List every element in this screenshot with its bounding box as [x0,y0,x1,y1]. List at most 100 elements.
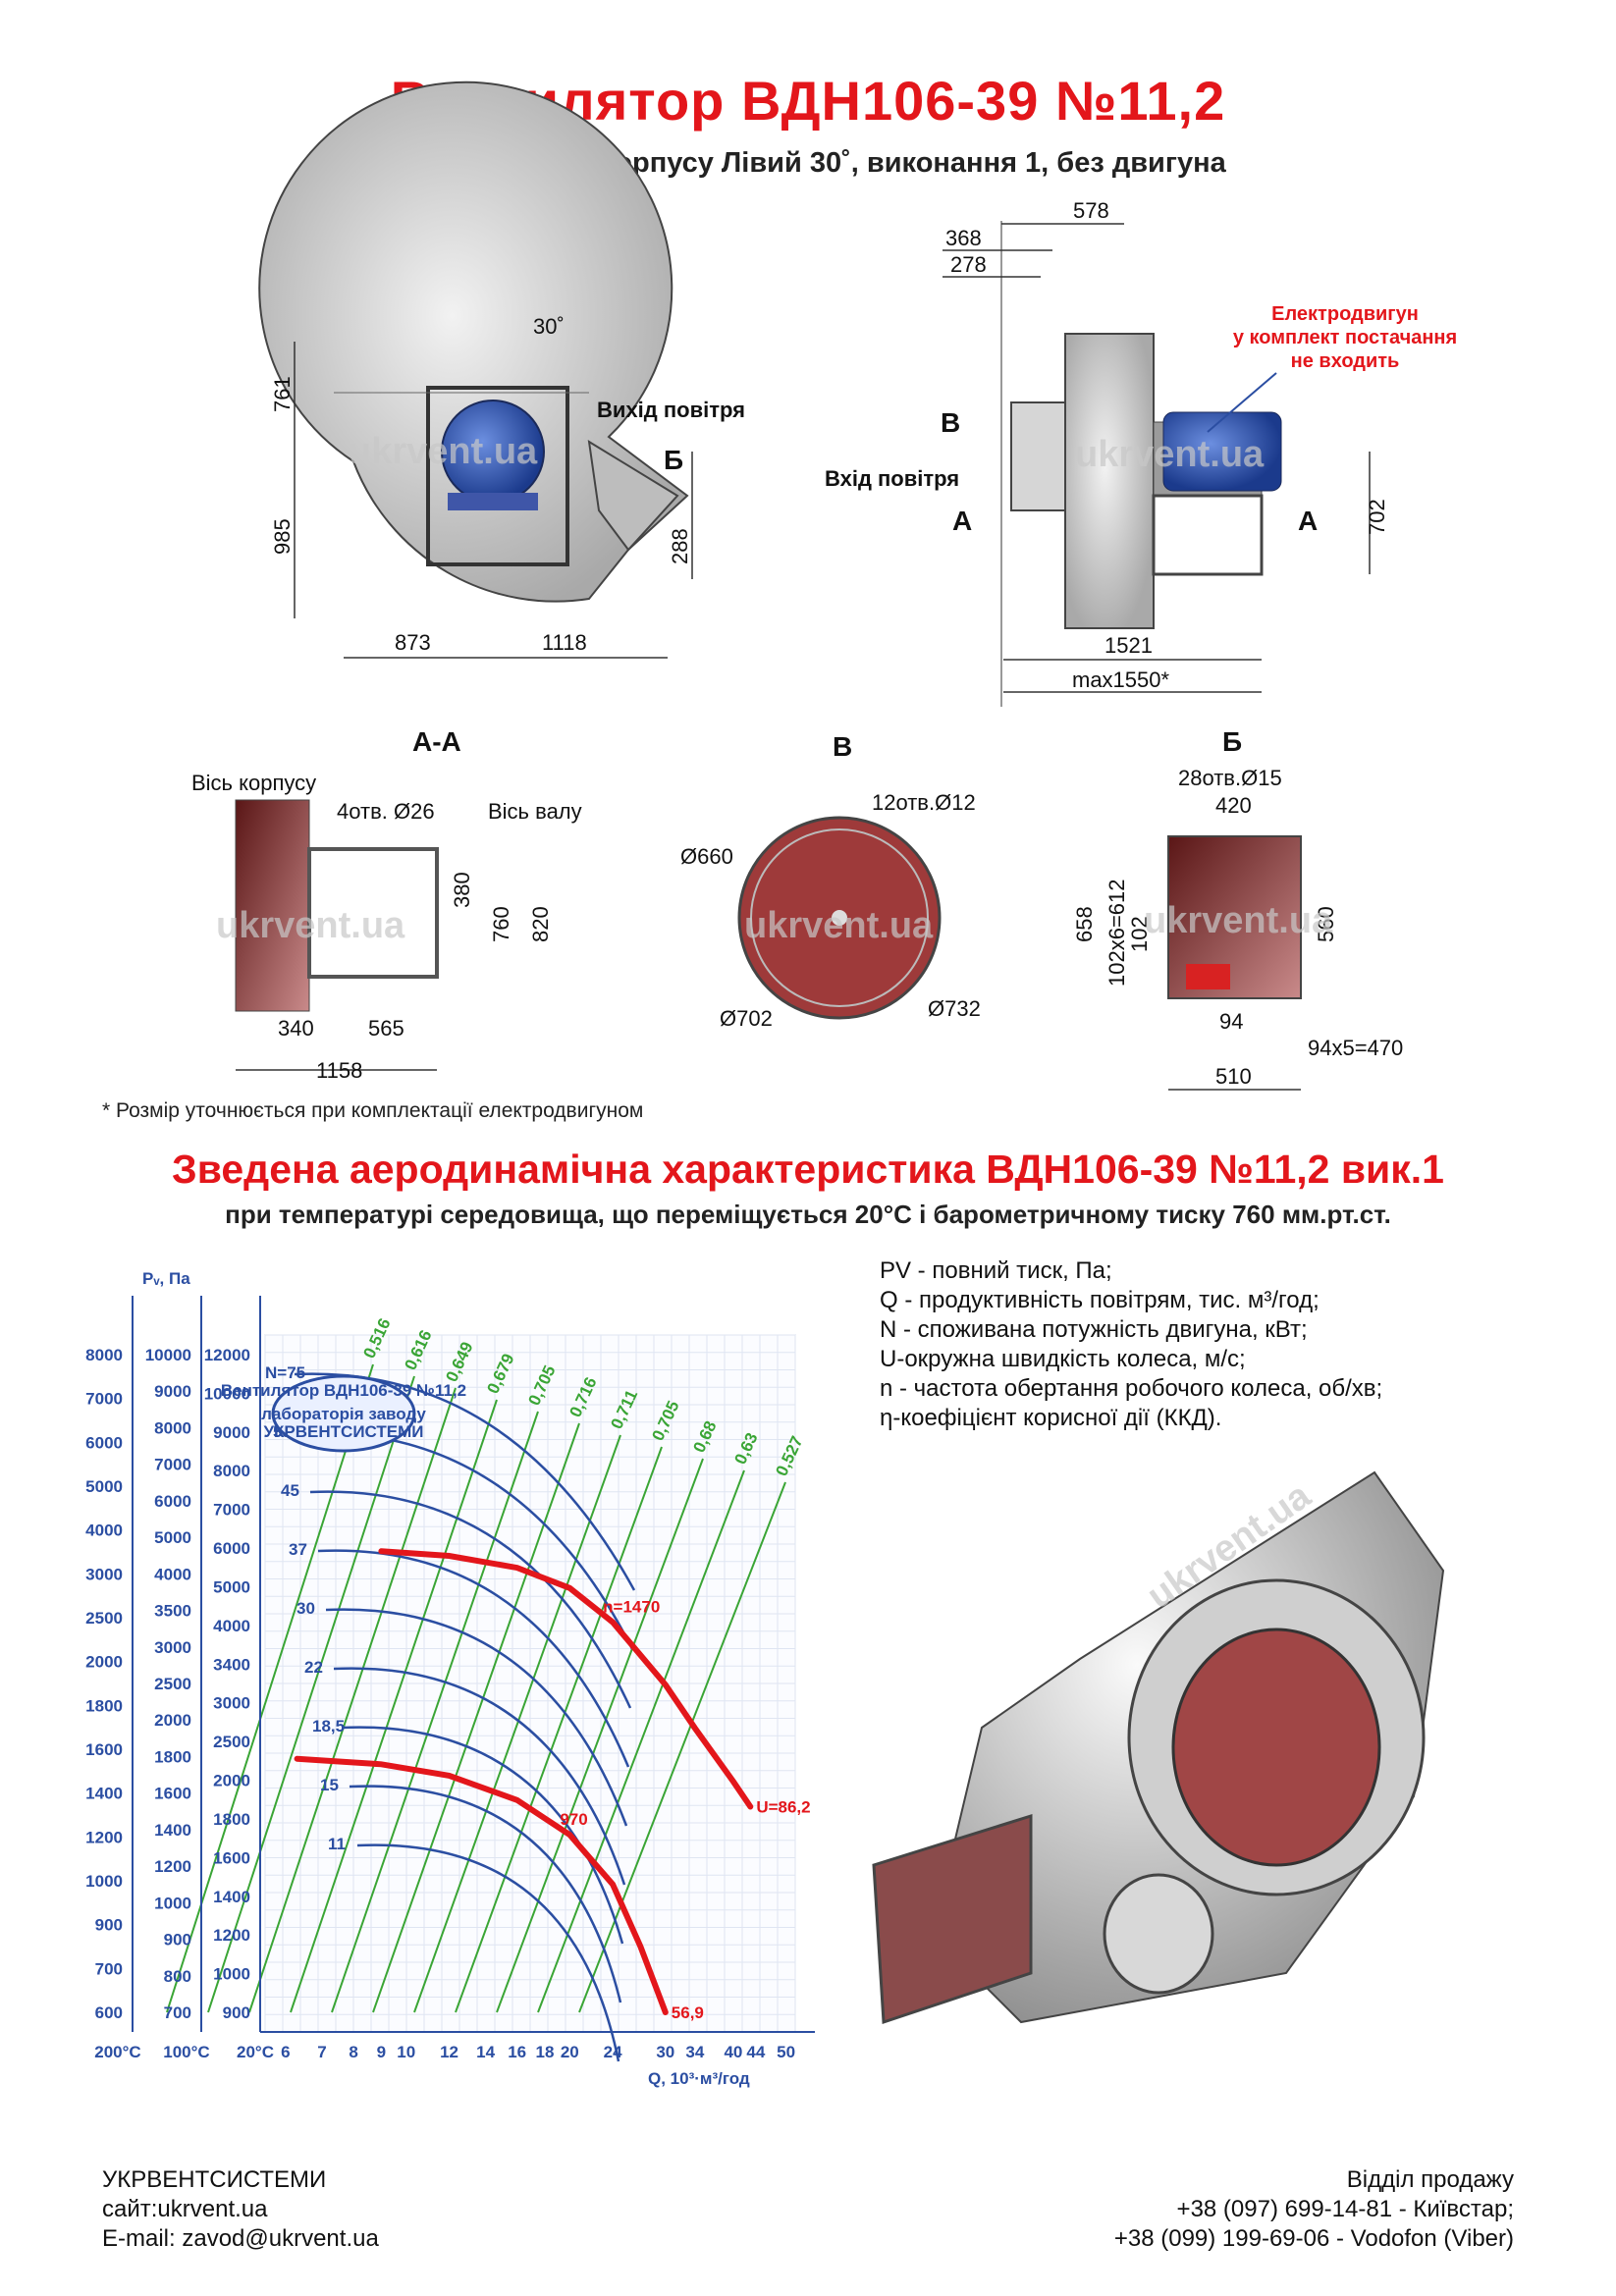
y-tick-label: 8000 [154,1418,191,1437]
efficiency-line [248,1387,457,2013]
motor-note-line-1: Електродвигун [1271,303,1419,325]
y-tick-label: 1800 [85,1696,123,1715]
y-tick-label: 1000 [154,1894,191,1912]
y-tick-label: 1400 [154,1821,191,1840]
section-aa-dim-380: 380 [450,872,474,908]
view-bb-title: Б [1222,726,1242,757]
y-tick-label: 1600 [154,1785,191,1803]
view-bb-holes: 28отв.Ø15 [1178,766,1282,790]
y-tick-label: 6000 [213,1539,250,1558]
footer-site[interactable]: сайт:ukrvent.ua [102,2196,268,2222]
footer-company-block: УКРВЕНТСИСТЕМИ сайт:ukrvent.ua E-mail: z… [102,2165,379,2254]
y-tick-label: 4000 [213,1617,250,1635]
y-tick-label: 3000 [154,1638,191,1657]
chart-legend: PV - повний тиск, Па; Q - продуктивність… [880,1256,1382,1433]
x-tick-label: 16 [508,2043,526,2061]
y-tick-label: 7000 [154,1456,191,1474]
y-tick-label: 900 [164,1931,191,1949]
y-tick-label: 800 [164,1967,191,1986]
y-tick-label: 9000 [154,1382,191,1401]
legend-u: U-окружна швидкість колеса, м/с; [880,1346,1246,1372]
legend-q: Q - продуктивність повітрям, тис. м³/год… [880,1287,1320,1313]
view-b-title: В [833,731,852,762]
y-tick-label: 1600 [85,1740,123,1759]
motor-note-line-2: у комплект постачання [1233,327,1457,348]
side-section-mark-left: А [952,506,972,536]
view-bb-dim-510: 510 [1215,1064,1252,1089]
section-title: Зведена аеродинамічна характеристика ВДН… [172,1147,1444,1192]
power-label: N=75 [265,1363,305,1382]
side-dim-578: 578 [1073,198,1109,223]
y-tick-label: 8000 [213,1462,250,1480]
x-tick-label: 7 [317,2043,326,2061]
y-tick-label: 1800 [154,1747,191,1766]
footer-phone-2[interactable]: +38 (099) 199-69-06 - Vodofon (Viber) [1113,2225,1514,2252]
y-tick-label: 2000 [213,1772,250,1790]
section-aa-dim-340: 340 [278,1016,314,1041]
efficiency-line [331,1411,539,2013]
footer-email[interactable]: E-mail: zavod@ukrvent.ua [102,2225,379,2252]
view-bb: Б 28отв.Ø15 420 658 102x6=612 102 560 94… [1072,726,1403,1091]
front-view: 30˚ Вихід повітря Б 761 985 288 873 1118… [258,80,745,659]
section-aa-axis-shaft: Вісь валу [488,799,582,824]
y-tick-label: 3500 [154,1602,191,1621]
side-dim-702: 702 [1365,499,1389,535]
x-tick-label: 50 [777,2043,795,2061]
y-tick-label: 1200 [154,1857,191,1876]
y-tick-label: 1200 [85,1828,123,1846]
view-bb-dim-102: 102 [1127,916,1152,952]
x-temp-label: 200°С [94,2043,140,2061]
power-label: 45 [281,1481,299,1500]
lab-stamp: Вентилятор ВДН106-39 №11,2 лабораторія з… [221,1374,466,1453]
efficiency-line [413,1434,621,2013]
stamp-line-1: Вентилятор ВДН106-39 №11,2 [221,1381,466,1400]
y-tick-label: 12000 [204,1346,250,1364]
legend-n: N - споживана потужність двигуна, кВт; [880,1316,1308,1343]
x-tick-label: 40 [724,2043,742,2061]
y-tick-label: 2000 [85,1653,123,1672]
y-tick-label: 900 [95,1916,123,1935]
footer-phone-1[interactable]: +38 (097) 699-14-81 - Київстар; [1176,2196,1514,2222]
side-dim-278: 278 [950,252,987,277]
y-tick-label: 10000 [204,1384,250,1403]
x-tick-label: 34 [685,2043,704,2061]
power-label: 18,5 [312,1717,345,1735]
footer-dept: Відділ продажу [1346,2166,1514,2193]
view-bb-dim-612: 102x6=612 [1104,880,1129,988]
y-tick-label: 6000 [154,1492,191,1511]
y-axis-label: Pᵥ, Па [142,1269,190,1288]
section-aa-title: А-А [412,726,461,757]
efficiency-line [537,1469,745,2013]
power-label: 11 [328,1835,346,1853]
front-dim-985: 985 [270,518,295,555]
efficiency-line [207,1375,415,2013]
series-line [294,1755,669,2015]
y-tick-label: 10000 [145,1346,191,1364]
y-tick-label: 7000 [85,1390,123,1409]
section-aa-dim-820: 820 [528,906,553,942]
front-dim-873: 873 [395,630,431,655]
x-temp-label: 20°С [237,2043,274,2061]
stamp-line-2: лабораторія заводу [261,1405,426,1423]
y-tick-label: 8000 [85,1346,123,1364]
y-tick-label: 3400 [213,1655,250,1674]
power-curve [333,1667,626,1886]
y-tick-label: 1200 [213,1926,250,1945]
efficiency-line [496,1458,704,2013]
x-tick-label: 14 [476,2043,495,2061]
y-tick-label: 700 [95,1959,123,1978]
section-subtitle: при температурі середовища, що переміщує… [225,1200,1391,1229]
power-label: 15 [320,1776,339,1794]
series-name-label: 970 [560,1810,587,1829]
y-tick-label: 5000 [213,1577,250,1596]
view-bb-watermark: ukrvent.ua [1144,900,1333,941]
power-curve [356,1843,620,2062]
y-tick-label: 5000 [85,1477,123,1496]
fan-3d-illustration: ukrvent.ua [872,1470,1445,2025]
front-watermark: ukrvent.ua [349,431,538,472]
side-view: 578 368 278 Електродвигун у комплект пос… [825,198,1457,707]
legend-pv: PV - повний тиск, Па; [880,1257,1112,1284]
x-tick-label: 6 [281,2043,290,2061]
